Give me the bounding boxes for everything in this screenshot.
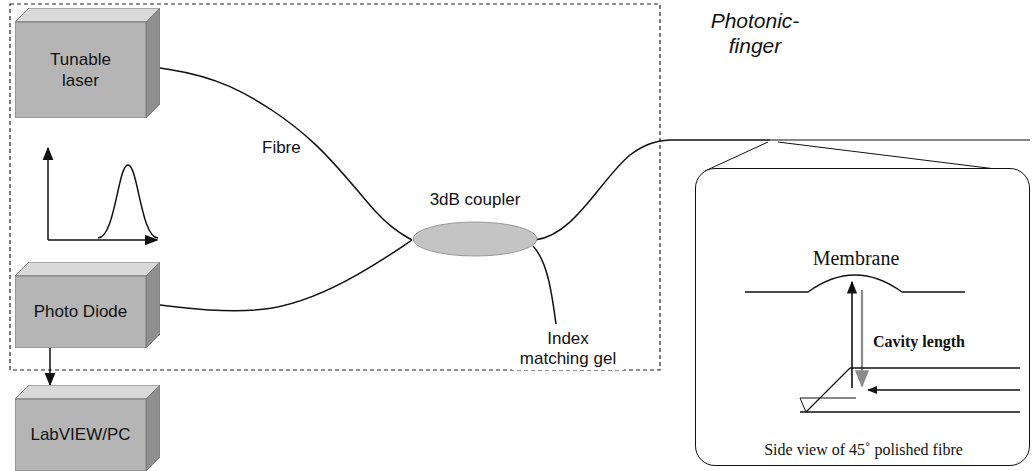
coupler-label: 3dB coupler bbox=[412, 190, 538, 210]
box-label: Photo Diode bbox=[34, 301, 128, 322]
box-face-shape bbox=[146, 8, 160, 118]
polished-facet bbox=[800, 398, 856, 412]
plot-axis bbox=[47, 148, 49, 240]
coupler-ellipse bbox=[413, 222, 537, 256]
fibre-core bbox=[868, 389, 1020, 390]
box-face-shape bbox=[15, 276, 146, 348]
instrument-enclosure bbox=[10, 4, 660, 370]
computer-box: LabVIEW/PC bbox=[15, 385, 160, 471]
signal-arrow bbox=[49, 348, 51, 385]
photodiode-box: Photo Diode bbox=[15, 262, 160, 348]
fibre-outline bbox=[850, 367, 1020, 368]
fibre-connector bbox=[160, 240, 412, 311]
fibre-tip-illustration bbox=[695, 168, 1030, 466]
laser-box: Tunable laser bbox=[15, 8, 160, 118]
light-path bbox=[861, 290, 863, 386]
fibre-outline bbox=[800, 411, 1020, 412]
inset-panel: MembraneCavity lengthSide view of 45˚ po… bbox=[695, 168, 1030, 466]
plot-axis bbox=[48, 239, 157, 241]
box-face-shape bbox=[146, 385, 160, 471]
box-face: LabVIEW/PC bbox=[15, 399, 146, 471]
part-name: Index matching gel bbox=[512, 329, 624, 370]
box-face: Photo Diode bbox=[15, 276, 146, 348]
caption-text: Side view of 45˚ polished fibre bbox=[706, 441, 1021, 459]
box-label: LabVIEW/PC bbox=[30, 424, 130, 445]
light-path bbox=[851, 282, 853, 388]
box-face-shape bbox=[15, 8, 160, 22]
polished-facet bbox=[806, 368, 850, 412]
membrane bbox=[745, 275, 965, 292]
part-name: Fibre bbox=[262, 138, 322, 158]
box-face-shape bbox=[15, 22, 146, 118]
fibre-connector bbox=[160, 68, 412, 240]
fibre bbox=[533, 246, 556, 324]
coupler-outline bbox=[412, 220, 538, 258]
box-face-shape bbox=[15, 262, 160, 276]
laser-spectrum bbox=[98, 165, 158, 238]
part-name: Membrane bbox=[806, 247, 906, 270]
coupler: 3dB coupler bbox=[412, 190, 538, 258]
box-face-shape bbox=[15, 385, 160, 399]
box-label: Tunable laser bbox=[36, 49, 126, 92]
box-face-shape bbox=[146, 262, 160, 348]
fibre bbox=[770, 139, 1030, 140]
part-name: Photonic- finger bbox=[700, 8, 810, 58]
box-face: Tunable laser bbox=[15, 22, 146, 118]
dimension-label: Cavity length bbox=[873, 333, 1003, 351]
box-face-shape bbox=[15, 399, 146, 471]
